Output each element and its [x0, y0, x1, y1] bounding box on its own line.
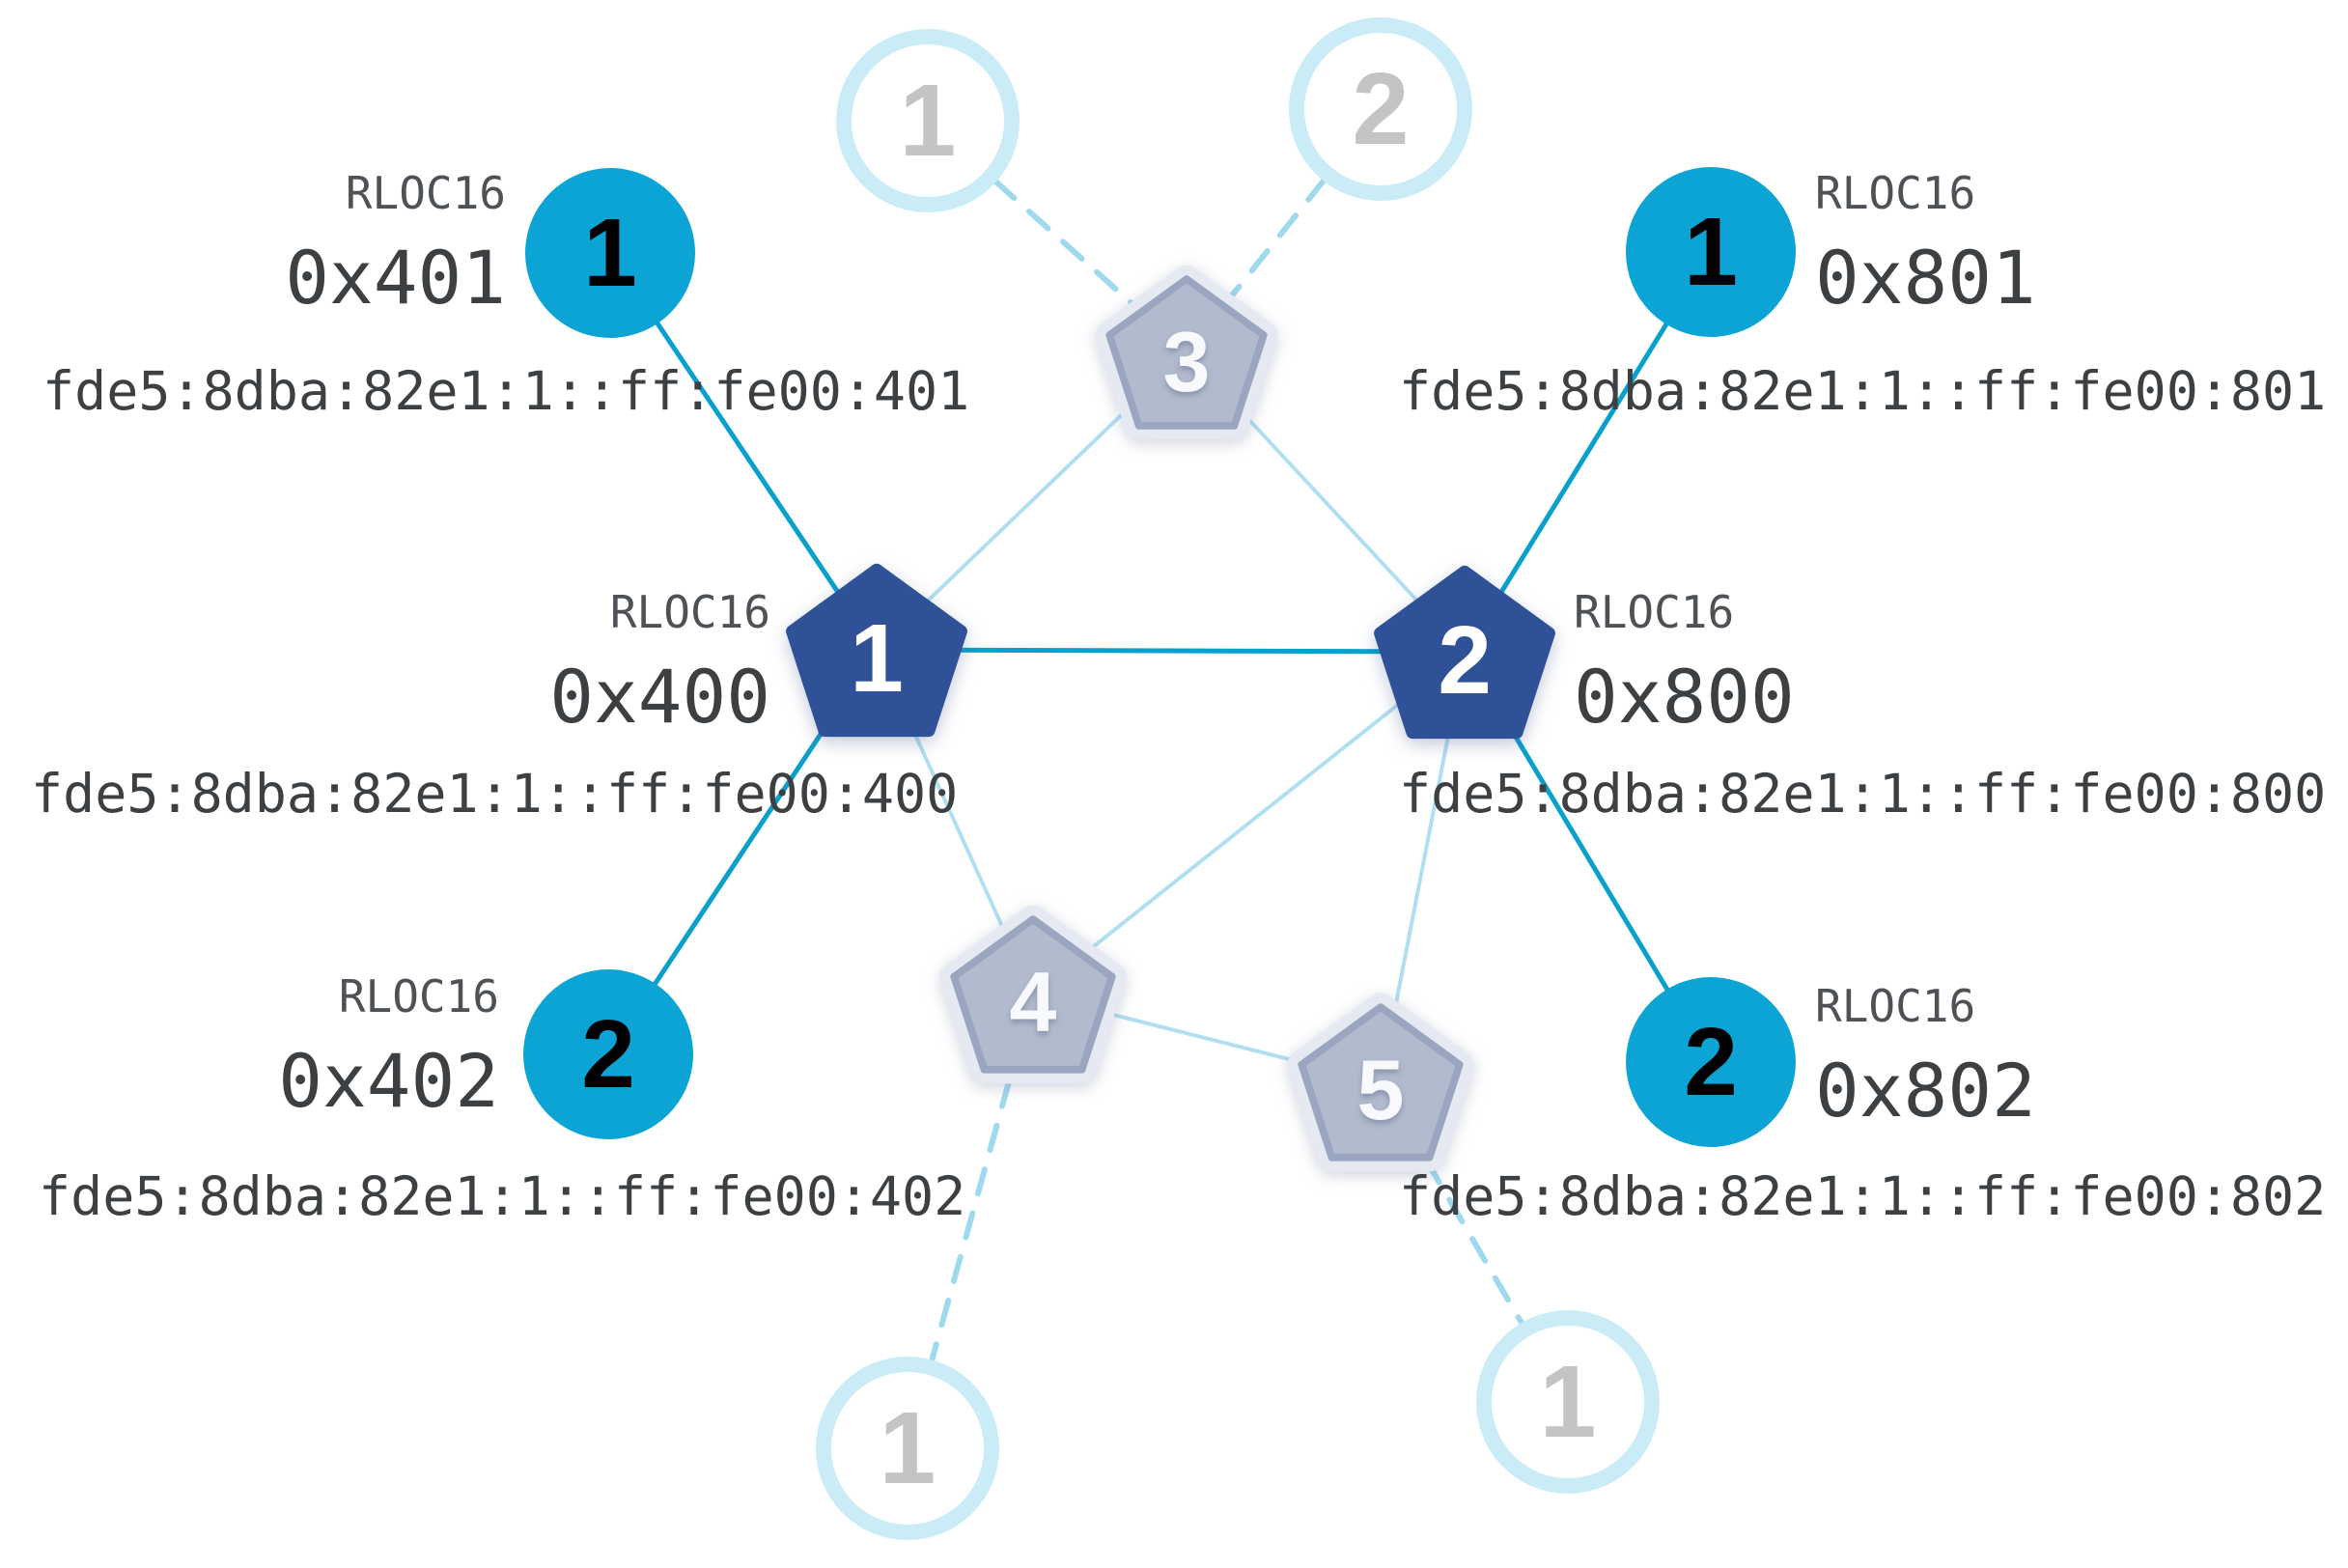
rloc16-value: 0x401 — [285, 235, 506, 321]
ipv6-address-child1-router2: fde5:8dba:82e1:1::ff:fe00:801 — [1399, 360, 2327, 422]
node-number: 2 — [1352, 52, 1410, 166]
node-number: 3 — [1162, 314, 1211, 409]
rloc16-label: RLOC16 — [609, 586, 770, 638]
ipv6-address-child2-router2: fde5:8dba:82e1:1::ff:fe00:802 — [1399, 1165, 2327, 1227]
rloc16-block-child1-router1: RLOC16 0x401 — [285, 164, 506, 324]
node-number: 1 — [583, 199, 637, 307]
link-router2-router4 — [1031, 650, 1467, 996]
rloc16-label: RLOC16 — [1815, 980, 1976, 1032]
node-number: 5 — [1356, 1042, 1405, 1137]
ipv6-address-child1-router1: fde5:8dba:82e1:1::ff:fe00:401 — [42, 360, 970, 422]
pentagon-shape — [786, 563, 967, 738]
faded-router-node-5: 5 — [1287, 993, 1474, 1172]
pentagon-shape — [1287, 993, 1474, 1172]
pentagon-shape — [1374, 565, 1555, 740]
child-node-1-of-router2: 1 — [1626, 167, 1796, 337]
node-number: 1 — [879, 1391, 936, 1505]
node-number: 2 — [581, 1000, 635, 1108]
rloc16-value: 0x400 — [549, 654, 770, 740]
rloc16-value: 0x801 — [1815, 235, 2036, 321]
router-node-2: 2 — [1374, 565, 1555, 740]
node-number: 4 — [1009, 954, 1057, 1050]
node-number: 1 — [1539, 1345, 1597, 1459]
rloc16-value: 0x802 — [1815, 1048, 2036, 1134]
rloc16-block-child2-router2: RLOC16 0x802 — [1815, 977, 2036, 1137]
child-node-1-of-router1: 1 — [525, 168, 695, 338]
faded-child-node-top-1: 1 — [836, 29, 1020, 212]
pentagon-shape — [939, 905, 1127, 1084]
rloc16-value: 0x800 — [1574, 654, 1795, 740]
ipv6-address-child2-router1: fde5:8dba:82e1:1::ff:fe00:402 — [39, 1165, 966, 1227]
rloc16-block-child2-router1: RLOC16 0x402 — [278, 967, 499, 1128]
rloc16-block-router2: RLOC16 0x800 — [1574, 583, 1795, 743]
node-number: 1 — [899, 64, 957, 178]
child-node-2-of-router1: 2 — [523, 969, 693, 1139]
node-number: 1 — [850, 604, 904, 713]
node-number: 2 — [1684, 1008, 1738, 1116]
rloc16-value: 0x402 — [278, 1038, 499, 1124]
router-node-1: 1 — [786, 563, 967, 738]
faded-child-node-bottom-1: 1 — [816, 1357, 999, 1540]
node-number: 2 — [1438, 606, 1492, 714]
ipv6-address-router2: fde5:8dba:82e1:1::ff:fe00:800 — [1399, 763, 2327, 825]
faded-router-node-3: 3 — [1095, 265, 1278, 440]
pentagon-shape — [1095, 265, 1278, 440]
link-router1-router2 — [876, 647, 1466, 655]
node-number: 1 — [1684, 198, 1738, 306]
rloc16-label: RLOC16 — [345, 167, 506, 219]
faded-router-node-4: 4 — [939, 905, 1127, 1084]
faded-child-node-bottom-2: 1 — [1476, 1310, 1660, 1494]
rloc16-block-router1: RLOC16 0x400 — [549, 583, 770, 743]
rloc16-label: RLOC16 — [338, 970, 499, 1022]
rloc16-label: RLOC16 — [1574, 586, 1735, 638]
child-node-2-of-router2: 2 — [1626, 977, 1796, 1147]
rloc16-label: RLOC16 — [1815, 167, 1976, 219]
faded-child-node-top-2: 2 — [1289, 17, 1472, 201]
rloc16-block-child1-router2: RLOC16 0x801 — [1815, 164, 2036, 324]
link-router4-fadedchildbottom1 — [905, 992, 1036, 1451]
ipv6-address-router1: fde5:8dba:82e1:1::ff:fe00:400 — [31, 763, 959, 825]
